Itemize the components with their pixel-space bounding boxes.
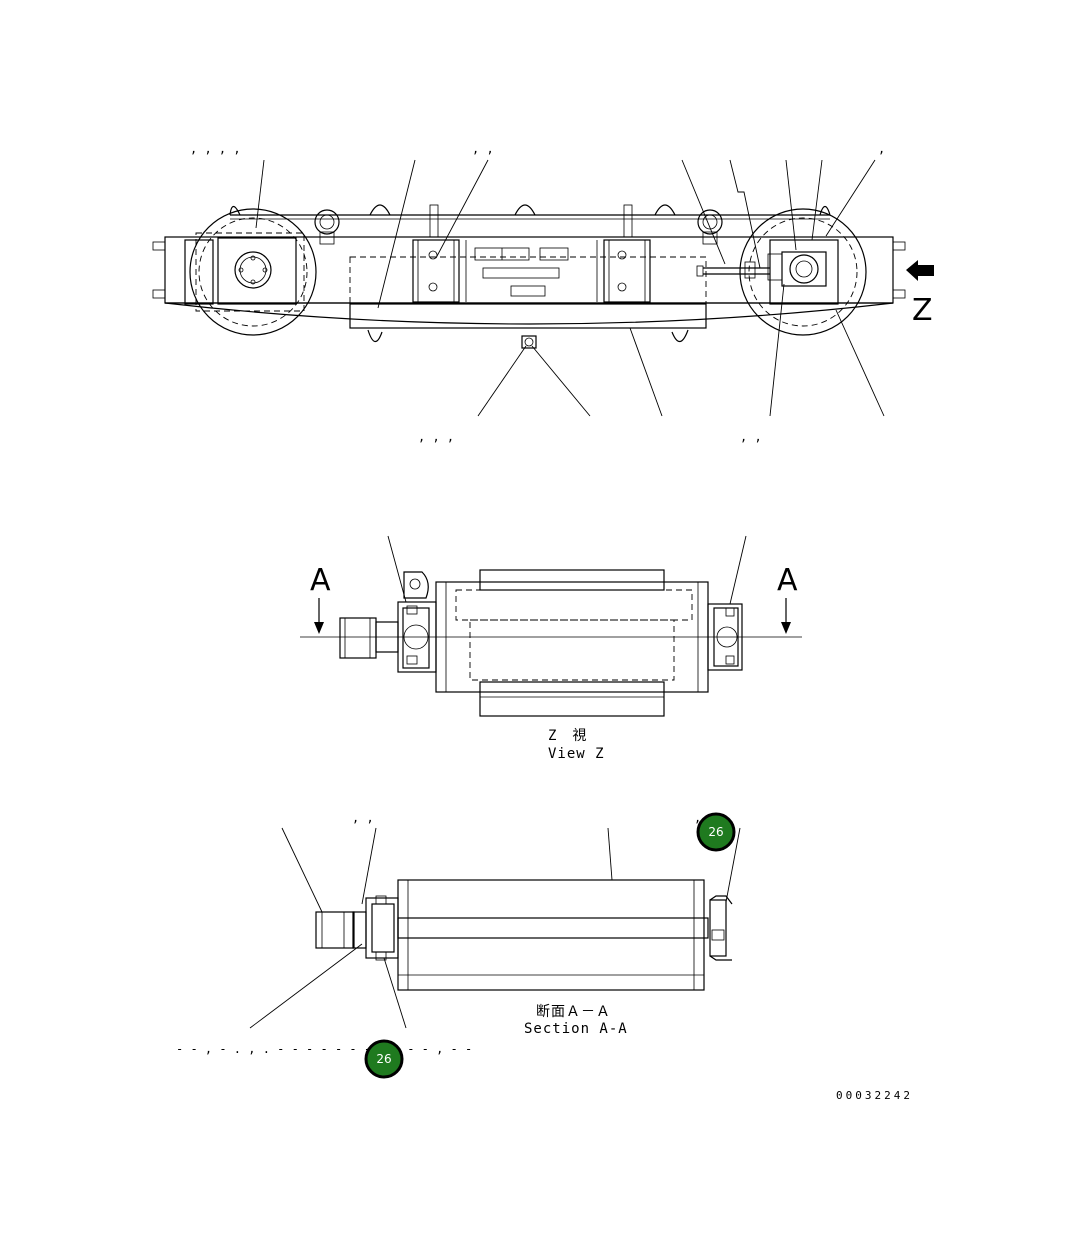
leader-marks: , , xyxy=(472,142,494,156)
part-number: 00032242 xyxy=(836,1089,913,1102)
view-caption-en: View Z xyxy=(548,746,605,762)
leader-marks: , , xyxy=(740,430,762,444)
section-letter-left: A xyxy=(310,563,331,598)
leader-marks: , , , xyxy=(418,430,454,444)
section-caption-en: Section A-A xyxy=(524,1021,628,1037)
frame-top-view: Z , , , , , , , , , , , , xyxy=(152,142,934,444)
leader-marks: - - , - . , . - - - - - - - . , - - , - … xyxy=(176,1042,472,1056)
callout-label: 26 xyxy=(376,1052,391,1066)
callout-badge[interactable]: 26 xyxy=(696,812,736,852)
callout-label: 26 xyxy=(708,825,723,839)
view-arrow-icon xyxy=(906,260,934,281)
view-z: A A Z 視 View Z xyxy=(300,535,802,762)
leader-marks: , , , , xyxy=(190,142,241,156)
view-caption-jp: Z 視 xyxy=(548,728,587,744)
callout-badge[interactable]: 26 xyxy=(364,1039,404,1079)
leader-marks: , xyxy=(878,142,885,156)
section-caption-jp: 断面Ａ－Ａ xyxy=(536,1004,611,1020)
leader-marks: , , xyxy=(352,811,374,825)
section-aa: 断面Ａ－Ａ Section A-A , , , , , - - , - . , … xyxy=(176,811,741,1056)
view-arrow-label: Z xyxy=(912,293,933,328)
section-letter-right: A xyxy=(777,563,798,598)
